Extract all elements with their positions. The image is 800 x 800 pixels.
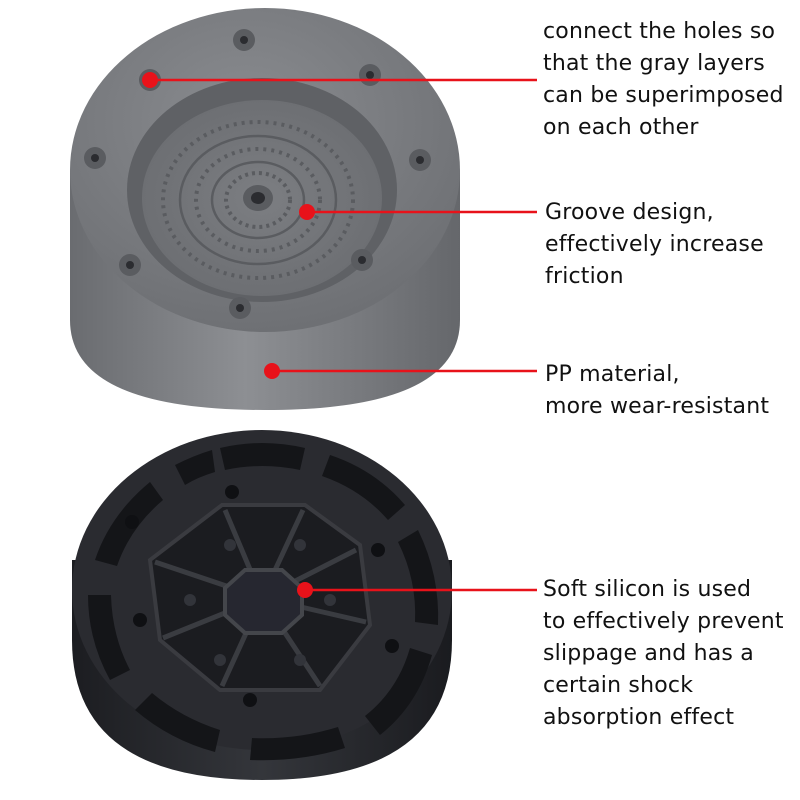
callout-line: that the gray layers bbox=[543, 51, 765, 76]
callout-line: can be superimposed bbox=[543, 83, 784, 108]
callout-silicon-text: Soft silicon is used to effectively prev… bbox=[543, 574, 784, 734]
callout-line: PP material, bbox=[545, 362, 680, 387]
center-octagon bbox=[223, 568, 304, 635]
pointer-groove bbox=[299, 204, 537, 220]
callout-line: certain shock bbox=[543, 673, 694, 698]
black-silicon-pad bbox=[72, 430, 452, 780]
callout-line: to effectively prevent bbox=[543, 609, 784, 634]
pointer-holes bbox=[142, 72, 537, 88]
callout-line: absorption effect bbox=[543, 705, 735, 730]
groove-rings bbox=[161, 120, 355, 280]
callout-line: more wear-resistant bbox=[545, 394, 770, 419]
callout-line: slippage and has a bbox=[543, 641, 754, 666]
callout-holes-text: connect the holes so that the gray layer… bbox=[543, 16, 784, 144]
outer-slots bbox=[88, 443, 439, 761]
pointer-pp bbox=[264, 363, 537, 379]
callout-pp-text: PP material, more wear-resistant bbox=[545, 359, 769, 423]
callout-groove-text: Groove design, effectively increase fric… bbox=[545, 197, 764, 293]
gray-pp-pad bbox=[70, 8, 460, 410]
callout-line: on each other bbox=[543, 115, 699, 140]
callout-line: Groove design, bbox=[545, 200, 714, 225]
callout-line: connect the holes so bbox=[543, 19, 776, 44]
callout-line: Soft silicon is used bbox=[543, 577, 752, 602]
callout-line: friction bbox=[545, 264, 624, 289]
pointer-silicon bbox=[297, 582, 537, 598]
callout-line: effectively increase bbox=[545, 232, 764, 257]
